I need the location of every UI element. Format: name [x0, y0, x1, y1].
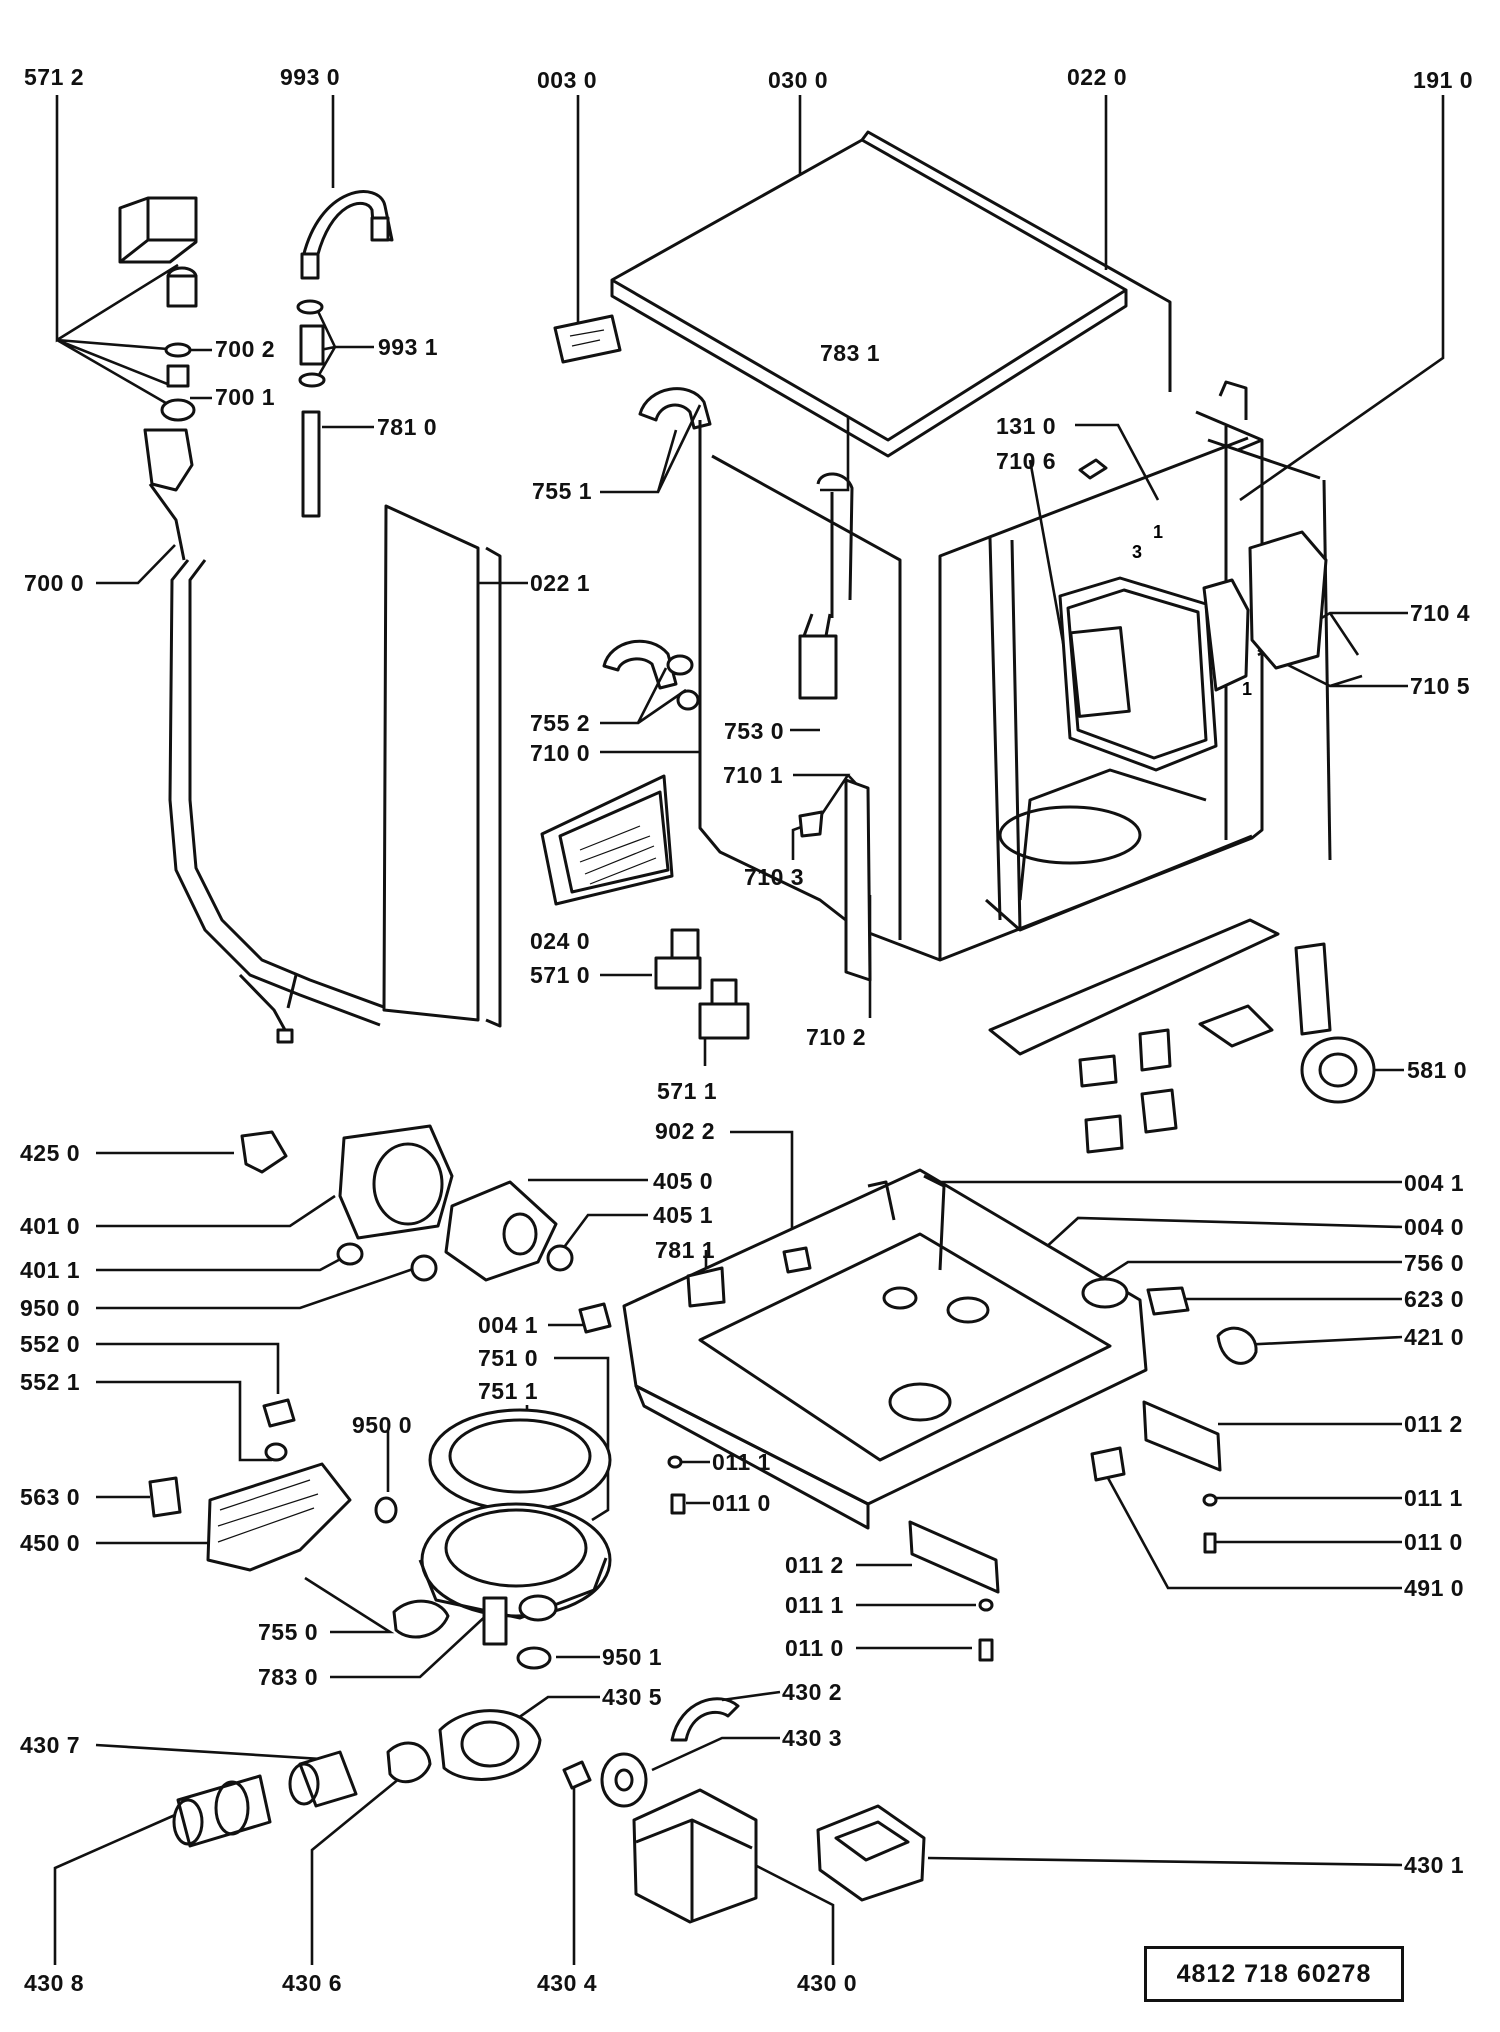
label-950-0-b: 950 0 [352, 1412, 413, 1438]
label-011-0-c: 011 0 [785, 1635, 844, 1661]
label-950-0: 950 0 [20, 1295, 81, 1321]
label-430-6: 430 6 [282, 1970, 343, 1996]
label-491-0: 491 0 [1404, 1575, 1465, 1601]
front-bracket [553, 314, 622, 364]
label-710-5: 710 5 [1410, 673, 1471, 699]
label-401-1: 401 1 [20, 1257, 81, 1283]
label-401-0: 401 0 [20, 1213, 81, 1239]
label-405-0: 405 0 [653, 1168, 714, 1194]
svg-text:1: 1 [1242, 679, 1252, 699]
sump-assembly [392, 1408, 612, 1670]
label-783-1: 783 1 [820, 340, 881, 366]
label-700-2: 700 2 [215, 336, 276, 362]
label-011-1-b: 011 1 [1404, 1485, 1463, 1511]
label-022-1: 022 1 [530, 570, 591, 596]
label-751-0: 751 0 [478, 1345, 539, 1371]
label-993-0: 993 0 [280, 64, 341, 90]
detergent-dispenser [540, 774, 674, 906]
svg-text:3: 3 [1132, 542, 1142, 562]
label-430-3: 430 3 [782, 1725, 843, 1751]
pressure-switches [654, 928, 750, 1040]
label-425-0: 425 0 [20, 1140, 81, 1166]
label-710-3: 710 3 [744, 864, 805, 890]
label-581-0: 581 0 [1407, 1057, 1468, 1083]
label-430-5: 430 5 [602, 1684, 663, 1710]
label-563-0: 563 0 [20, 1484, 81, 1510]
label-022-0: 022 0 [1067, 64, 1128, 90]
label-191-0: 191 0 [1413, 67, 1474, 93]
base-small-parts [667, 1246, 1258, 1662]
label-710-2: 710 2 [806, 1024, 867, 1050]
label-552-0: 552 0 [20, 1331, 81, 1357]
label-011-1-c: 011 1 [785, 1592, 844, 1618]
side-panel [382, 504, 502, 1028]
motor-pump-assembly [172, 1697, 926, 1924]
label-004-1-b: 004 1 [478, 1312, 539, 1338]
label-751-1: 751 1 [478, 1378, 539, 1404]
label-710-6: 710 6 [996, 448, 1057, 474]
hose-fittings [602, 387, 712, 711]
label-430-4: 430 4 [537, 1970, 598, 1996]
label-755-0: 755 0 [258, 1619, 319, 1645]
label-571-0: 571 0 [530, 962, 591, 988]
document-number-box: 4812 718 60278 [1144, 1946, 1404, 2002]
label-430-7: 430 7 [20, 1732, 81, 1758]
label-753-0: 753 0 [724, 718, 785, 744]
label-003-0: 003 0 [537, 67, 598, 93]
water-inlet-valve-module [118, 196, 198, 561]
label-950-1: 950 1 [602, 1644, 663, 1670]
label-011-2-b: 011 2 [785, 1552, 844, 1578]
label-571-1: 571 1 [657, 1078, 718, 1104]
label-011-1: 011 1 [712, 1449, 771, 1475]
label-421-0: 421 0 [1404, 1324, 1465, 1350]
label-131-0: 131 0 [996, 413, 1057, 439]
label-756-0: 756 0 [1404, 1250, 1465, 1276]
label-450-0: 450 0 [20, 1530, 81, 1556]
label-552-1: 552 1 [20, 1369, 81, 1395]
label-710-1: 710 1 [723, 762, 784, 788]
base-tray [578, 1168, 1148, 1530]
label-993-1: 993 1 [378, 334, 439, 360]
label-781-0: 781 0 [377, 414, 438, 440]
label-902-2: 902 2 [655, 1118, 716, 1144]
label-430-2: 430 2 [782, 1679, 843, 1705]
hose-clamp-and-pipe [296, 190, 394, 518]
label-755-2: 755 2 [530, 710, 591, 736]
label-030-0: 030 0 [768, 67, 829, 93]
label-024-0: 024 0 [530, 928, 591, 954]
label-755-1: 755 1 [532, 478, 593, 504]
label-430-8: 430 8 [24, 1970, 85, 1996]
label-710-0: 710 0 [530, 740, 591, 766]
label-011-2: 011 2 [1404, 1411, 1463, 1437]
label-430-0: 430 0 [797, 1970, 858, 1996]
label-011-0: 011 0 [712, 1490, 771, 1516]
label-700-1: 700 1 [215, 384, 276, 410]
label-430-1: 430 1 [1404, 1852, 1465, 1878]
label-004-1: 004 1 [1404, 1170, 1465, 1196]
heater-assembly [148, 1398, 398, 1572]
label-405-1: 405 1 [653, 1202, 714, 1228]
label-781-1: 781 1 [655, 1237, 716, 1263]
rear-components [988, 918, 1376, 1154]
svg-text:1: 1 [1153, 522, 1163, 542]
label-783-0: 783 0 [258, 1664, 319, 1690]
label-011-0-b: 011 0 [1404, 1529, 1463, 1555]
pump-assembly [240, 1124, 574, 1282]
label-623-0: 623 0 [1404, 1286, 1465, 1312]
label-571-2: 571 2 [24, 64, 85, 90]
label-004-0: 004 0 [1404, 1214, 1465, 1240]
label-700-0: 700 0 [24, 570, 85, 596]
label-710-4: 710 4 [1410, 600, 1471, 626]
cabinet-tub: 3 1 1 [610, 130, 1332, 982]
inlet-hose [168, 559, 393, 1044]
